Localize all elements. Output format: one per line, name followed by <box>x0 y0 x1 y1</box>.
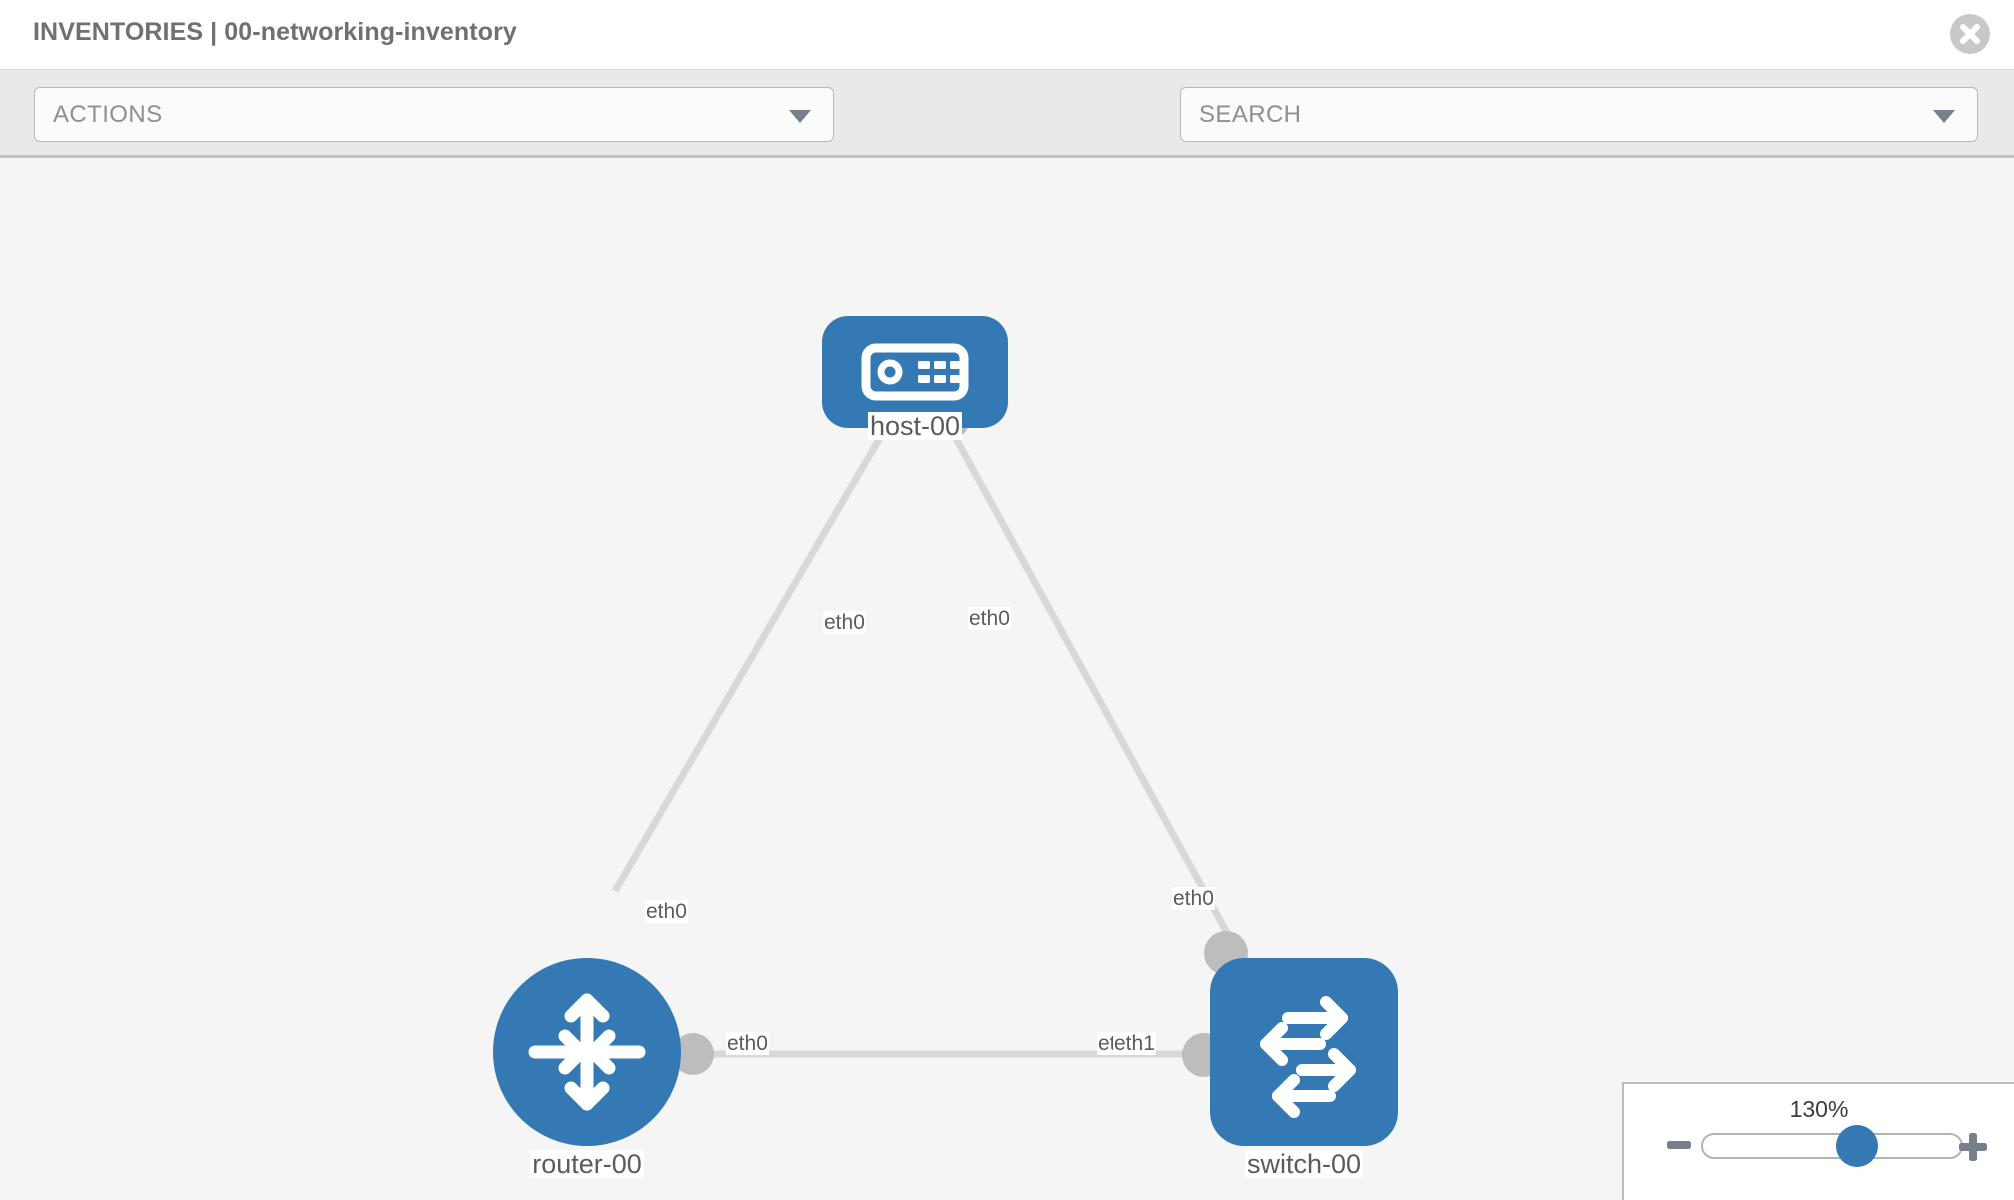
bidirectional-arrows-icon <box>1260 996 1356 1118</box>
switch-00-shape <box>1210 958 1398 1146</box>
toolbar: ACTIONS SEARCH <box>0 70 2014 197</box>
node-switch-00[interactable]: switch-00 <box>1210 958 1398 1178</box>
search-placeholder: SEARCH <box>1199 101 1302 128</box>
chevron-down-icon <box>1933 110 1955 123</box>
zoom-level-label: 130% <box>1789 1096 1849 1122</box>
iface-label-switch00-up: eth0 <box>1172 887 1215 911</box>
zoom-control-panel: 130% <box>1622 1082 2014 1200</box>
search-input[interactable]: SEARCH <box>1180 87 1978 142</box>
minus-icon[interactable] <box>1664 1130 1694 1165</box>
actions-dropdown-label: ACTIONS <box>53 101 163 128</box>
host-00-label: host-00 <box>867 411 963 441</box>
edge-host00-switch00 <box>944 422 1241 953</box>
chevron-down-icon <box>789 110 811 123</box>
iface-label-host00-right: eth0 <box>968 607 1011 631</box>
zoom-slider[interactable] <box>1701 1133 1963 1159</box>
window-header: INVENTORIES | 00-networking-inventory <box>0 0 2014 70</box>
router-00-shape <box>493 958 681 1146</box>
four-way-arrows-icon <box>528 993 646 1111</box>
iface-label-switch00-left: eth1 <box>1113 1032 1156 1056</box>
iface-label-host00-left: eth0 <box>823 611 866 635</box>
host-00-shape <box>822 316 1008 428</box>
iface-label-router00-up: eth0 <box>645 900 688 924</box>
close-icon[interactable] <box>1950 14 1990 54</box>
actions-dropdown[interactable]: ACTIONS <box>34 87 834 142</box>
zoom-slider-handle[interactable] <box>1836 1125 1878 1167</box>
router-00-label: router-00 <box>530 1149 644 1179</box>
server-chassis-icon <box>861 343 969 401</box>
node-host-00[interactable]: host-00 <box>822 316 1008 440</box>
switch-00-label: switch-00 <box>1244 1149 1364 1179</box>
page-title: INVENTORIES | 00-networking-inventory <box>33 18 517 46</box>
plus-icon[interactable] <box>1956 1130 1990 1169</box>
node-router-00[interactable]: router-00 <box>493 958 681 1178</box>
topology-canvas[interactable]: host-00 <box>0 161 2014 1200</box>
edge-host00-router00 <box>611 422 892 893</box>
iface-label-router00-right: eth0 <box>726 1032 769 1056</box>
